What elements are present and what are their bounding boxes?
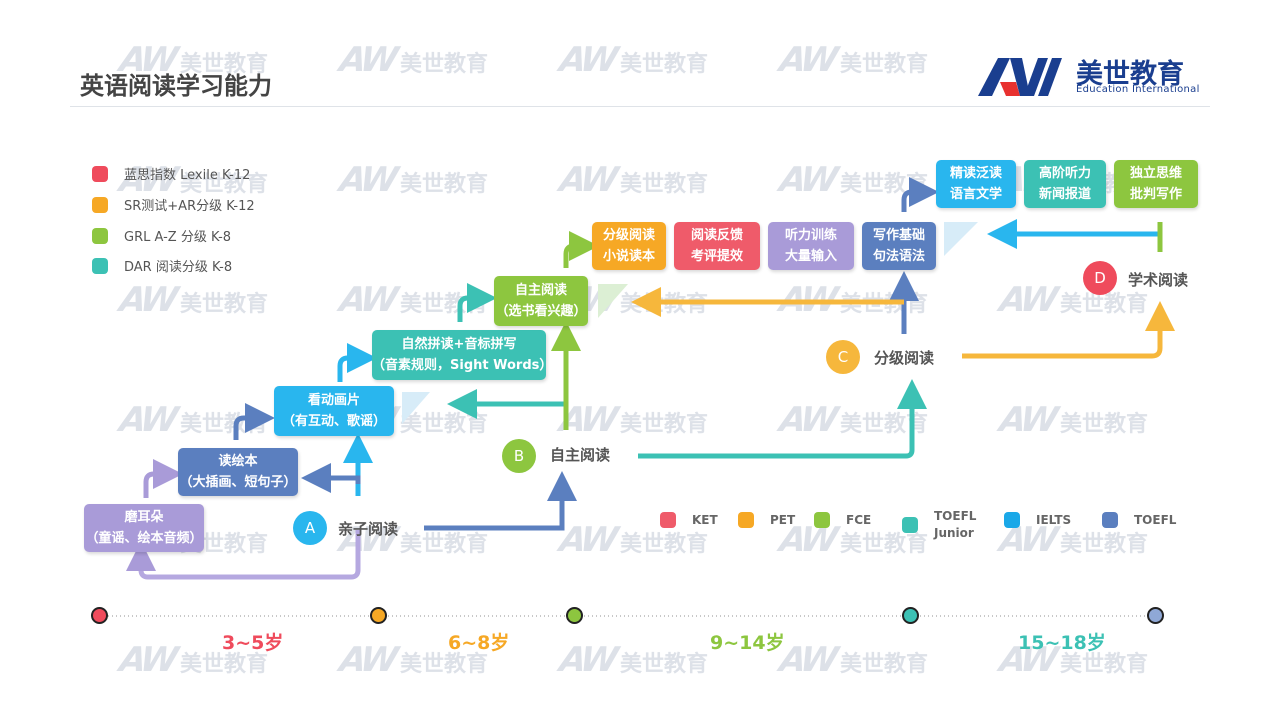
- exam-pet: PET: [738, 512, 795, 528]
- legend-swatch: [92, 227, 108, 244]
- milestone-b-circle: B: [502, 439, 536, 473]
- timeline-dot: [91, 607, 108, 624]
- legend-item-dar: DAR 阅读分级 K-8: [92, 256, 232, 275]
- legend-item-grl: GRL A-Z 分级 K-8: [92, 226, 231, 245]
- timeline-dot: [1147, 607, 1164, 624]
- age-label-3-5: 3~5岁: [222, 632, 284, 654]
- timeline-dot: [566, 607, 583, 624]
- exam-ket: KET: [660, 512, 718, 528]
- box-advanced-listening: 高阶听力新闻报道: [1024, 160, 1106, 208]
- legend-swatch: [92, 257, 108, 274]
- box-listening-training: 听力训练大量输入: [768, 222, 854, 270]
- exam-swatch: [902, 517, 918, 533]
- age-label-6-8: 6~8岁: [448, 632, 510, 654]
- legend-item-sr-ar: SR测试+AR分级 K-12: [92, 195, 255, 214]
- step-animation: 看动画片（有互动、歌谣）: [274, 386, 394, 436]
- logo-text-en: Education International: [1076, 84, 1200, 95]
- page-title: 英语阅读学习能力: [80, 72, 272, 100]
- milestone-b-label: 自主阅读: [550, 446, 611, 464]
- exam-swatch: [1102, 512, 1118, 528]
- logo-mark-icon: [978, 58, 1062, 96]
- logo-text-cn: 美世教育: [1076, 59, 1184, 90]
- step-picture-books: 读绘本（大插画、短句子）: [178, 448, 298, 496]
- legend-swatch: [92, 165, 108, 182]
- exam-fce: FCE: [814, 512, 871, 528]
- box-writing-basics: 写作基础句法语法: [862, 222, 936, 270]
- milestone-d-label: 学术阅读: [1128, 271, 1189, 289]
- milestone-a-circle: A: [293, 511, 327, 545]
- milestone-c-circle: C: [826, 340, 860, 374]
- timeline-dot: [370, 607, 387, 624]
- exam-ielts: IELTS: [1004, 512, 1071, 528]
- header-divider: [70, 106, 1210, 107]
- age-label-9-14: 9~14岁: [710, 632, 785, 654]
- exam-swatch: [1004, 512, 1020, 528]
- step-ear-training: 磨耳朵（童谣、绘本音频）: [84, 504, 204, 552]
- age-label-15-18: 15~18岁: [1018, 632, 1106, 654]
- exam-swatch: [738, 512, 754, 528]
- milestone-c-label: 分级阅读: [874, 349, 935, 367]
- timeline-dot: [902, 607, 919, 624]
- box-reading-feedback: 阅读反馈考评提效: [674, 222, 760, 270]
- exam-toefl: TOEFL: [1102, 512, 1176, 528]
- step-phonics: 自然拼读+音标拼写（音素规则，Sight Words）: [372, 330, 552, 380]
- milestone-d-circle: D: [1083, 261, 1117, 295]
- box-intensive-reading: 精读泛读语言文学: [936, 160, 1016, 208]
- exam-swatch: [814, 512, 830, 528]
- box-graded-reading: 分级阅读小说读本: [592, 222, 666, 270]
- box-critical-writing: 独立思维批判写作: [1114, 160, 1198, 208]
- exam-swatch: [660, 512, 676, 528]
- milestone-a-label: 亲子阅读: [338, 520, 399, 538]
- legend-item-lexile: 蓝思指数 Lexile K-12: [92, 164, 250, 183]
- step-self-reading: 自主阅读（选书看兴趣）: [494, 276, 588, 326]
- legend-swatch: [92, 196, 108, 213]
